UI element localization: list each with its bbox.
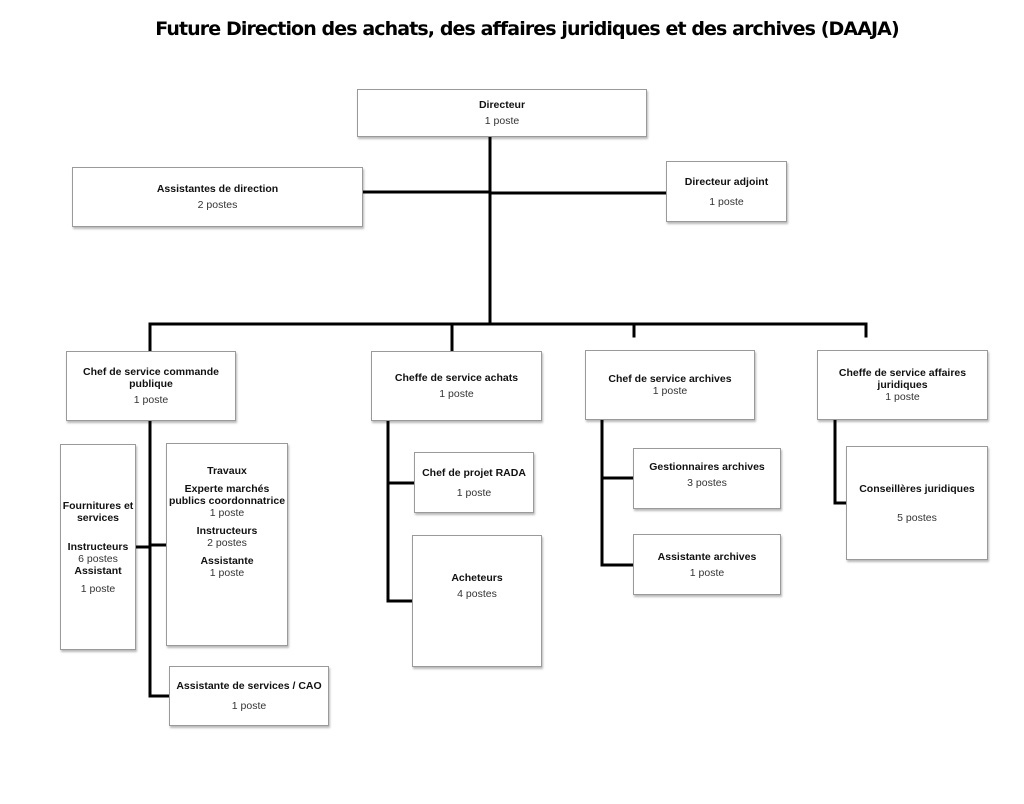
node-postes: 1 poste	[652, 385, 688, 397]
node-commande-publique: Chef de service commande publique 1 post…	[66, 351, 236, 421]
node-title: Assistante de services / CAO	[176, 680, 322, 692]
chart-title: Future Direction des achats, des affaire…	[155, 18, 899, 40]
role-title: Instructeurs	[67, 540, 129, 553]
node-conseilleres-juridiques: Conseillères juridiques 5 postes	[846, 446, 988, 560]
node-postes: 1 poste	[689, 566, 725, 579]
node-affaires-juridiques: Cheffe de service affaires juridiques 1 …	[817, 350, 988, 420]
connector-conseilleres	[833, 419, 848, 505]
connector-achats-children	[386, 419, 414, 603]
node-postes: 1 poste	[709, 195, 744, 208]
role-title: Instructeurs	[196, 524, 258, 537]
node-title: Gestionnaires archives	[649, 460, 765, 473]
node-title: Acheteurs	[451, 572, 503, 584]
node-title: Directeur adjoint	[684, 175, 769, 188]
node-postes: 1 poste	[231, 700, 267, 712]
role-title: Experte marchés publics coordonnatrice	[168, 482, 286, 507]
node-assistante-cao: Assistante de services / CAO 1 poste	[169, 666, 329, 726]
connector-archives-children	[600, 419, 635, 567]
node-assistante-archives: Assistante archives 1 poste	[633, 534, 781, 595]
role-postes: 2 postes	[207, 536, 247, 549]
node-title: Chef de projet RADA	[422, 466, 526, 479]
role-title: Assistant	[74, 564, 122, 577]
node-gestionnaires-archives: Gestionnaires archives 3 postes	[633, 448, 781, 509]
node-acheteurs: Acheteurs 4 postes	[412, 535, 542, 667]
node-title: Cheffe de service achats	[394, 372, 519, 384]
node-archives: Chef de service archives 1 poste	[585, 350, 755, 420]
role-title: Assistante	[200, 554, 254, 567]
node-title: Conseillères juridiques	[859, 482, 975, 495]
node-title: Directeur	[478, 99, 526, 111]
node-postes: 1 poste	[439, 388, 474, 400]
node-directeur: Directeur 1 poste	[357, 89, 647, 137]
node-chef-projet-rada: Chef de projet RADA 1 poste	[414, 452, 534, 513]
node-title: Assistantes de direction	[156, 183, 279, 195]
node-postes: 5 postes	[897, 511, 937, 524]
node-title: Fournitures et services	[62, 499, 134, 524]
node-postes: 4 postes	[457, 588, 497, 600]
node-title: Cheffe de service affaires juridiques	[838, 367, 967, 391]
role-postes: 1 poste	[209, 566, 245, 579]
node-achats: Cheffe de service achats 1 poste	[371, 351, 542, 421]
node-postes: 3 postes	[687, 476, 727, 489]
node-title: Travaux	[207, 464, 247, 477]
node-title: Chef de service commande publique	[83, 366, 219, 390]
node-postes: 1 poste	[456, 486, 492, 499]
node-postes: 2 postes	[197, 199, 238, 211]
role-postes: 1 poste	[80, 582, 116, 595]
node-assistantes-direction: Assistantes de direction 2 postes	[72, 167, 363, 227]
node-postes: 1 poste	[885, 391, 920, 403]
node-postes: 1 poste	[133, 394, 169, 406]
node-postes: 1 poste	[484, 115, 520, 127]
node-directeur-adjoint: Directeur adjoint 1 poste	[666, 161, 787, 222]
node-fournitures-services: Fournitures et services Instructeurs 6 p…	[60, 444, 136, 650]
node-title: Chef de service archives	[608, 373, 732, 385]
role-postes: 6 postes	[78, 552, 118, 565]
node-travaux: Travaux Experte marchés publics coordonn…	[166, 443, 288, 646]
node-title: Assistante archives	[657, 550, 757, 563]
role-postes: 1 poste	[209, 506, 245, 519]
